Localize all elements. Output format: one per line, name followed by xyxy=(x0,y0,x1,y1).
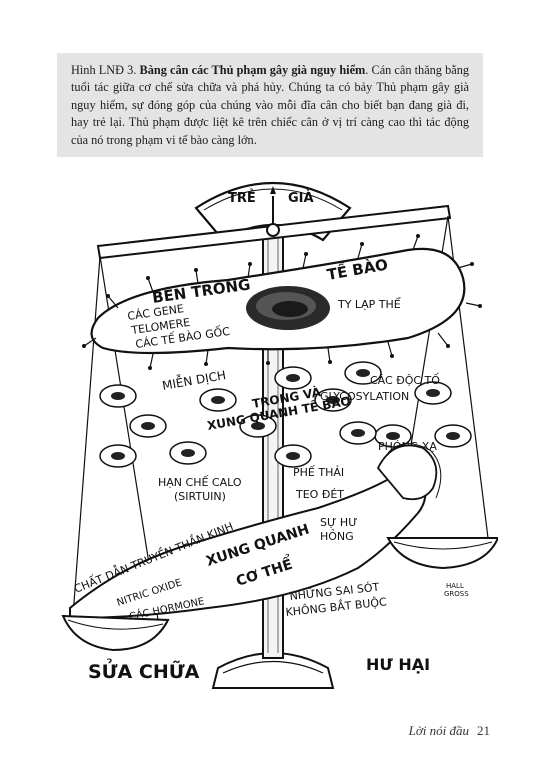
scale-base xyxy=(211,652,335,689)
calorie-label-1: HẠN CHẾ CALO xyxy=(158,475,242,489)
damage-label-2: HỎNG xyxy=(320,529,354,543)
caption-label: Hình LNĐ 3. xyxy=(71,63,137,77)
page-footer: Lời nói đầu 21 xyxy=(380,723,490,743)
atrophy-label: TEO ĐÉT xyxy=(295,488,344,501)
balance-scale-drawing: TRẺ GIÀ BÊN TRONG TẾ BÀO TY LẠP THỂ CÁC … xyxy=(61,181,498,689)
repair-pan xyxy=(61,614,170,652)
page-number: 21 xyxy=(477,723,490,738)
calorie-label-2: (SIRTUIN) xyxy=(174,490,226,503)
figure-caption: Hình LNĐ 3. Bàng cân các Thủ phạm gây gi… xyxy=(57,53,483,157)
caption-title: Bàng cân các Thủ phạm gây già nguy hiểm xyxy=(139,63,366,77)
dial-old-label: GIÀ xyxy=(288,190,314,206)
harm-pan xyxy=(386,537,498,570)
toxins-label: CÁC ĐỘC TỐ xyxy=(370,373,440,387)
aging-balance-illustration: TRẺ GIÀ BÊN TRONG TẾ BÀO TY LẠP THỂ CÁC … xyxy=(58,168,498,696)
damage-label-1: SỰ HƯ xyxy=(320,516,358,529)
glycosylation-label: GLYCOSYLATION xyxy=(320,390,409,403)
signature-1: HALL xyxy=(446,582,464,590)
harm-label: HƯ HẠI xyxy=(366,655,430,674)
section-name: Lời nói đầu xyxy=(408,723,469,738)
dial-young-label: TRẺ xyxy=(228,189,256,206)
repair-label: SỬA CHỮA xyxy=(88,658,200,683)
signature-2: GROSS xyxy=(444,590,469,598)
waste-label: PHẾ THẢI xyxy=(293,465,344,479)
mitochondria-label: TY LẠP THỂ xyxy=(337,297,401,311)
caption-body: . Cán cân thăng bằng tuổi tác giữa cơ ch… xyxy=(71,63,469,147)
